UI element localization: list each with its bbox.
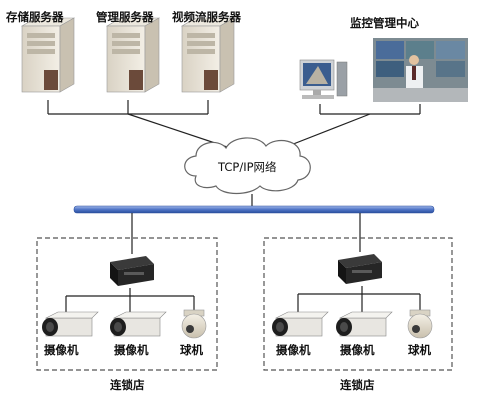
- video-encoder-icon-right: [338, 254, 382, 284]
- store-box-left: [36, 237, 218, 371]
- monitor-workstation-icon: [299, 59, 348, 99]
- camera-icon: [42, 311, 99, 337]
- video-stream-server-label: 视频流服务器: [172, 10, 241, 24]
- server-icon-video-stream: [180, 17, 236, 93]
- server-icon-storage: [20, 17, 76, 93]
- store-label: 连锁店: [340, 378, 375, 392]
- dome-camera-icon: [407, 309, 433, 339]
- network-bus: [73, 205, 435, 214]
- monitor-center-label: 监控管理中心: [350, 16, 419, 30]
- camera-label: 摄像机: [44, 343, 79, 357]
- camera-label: 摄像机: [114, 343, 149, 357]
- camera-label: 摄像机: [276, 343, 311, 357]
- camera-label: 摄像机: [340, 343, 375, 357]
- dome-camera-icon: [181, 309, 207, 339]
- dome-camera-label: 球机: [180, 343, 203, 357]
- camera-icon: [336, 311, 393, 337]
- control-room-photo: [373, 38, 468, 102]
- camera-icon: [272, 311, 329, 337]
- monitor-wires: [277, 104, 421, 151]
- network-cloud: [184, 137, 311, 195]
- management-server-label: 管理服务器: [96, 10, 154, 24]
- encoder-wires: [65, 286, 421, 312]
- dome-camera-label: 球机: [408, 343, 431, 357]
- server-icon-management: [105, 17, 161, 93]
- network-label: TCP/IP网络: [218, 160, 277, 174]
- video-encoder-icon-left: [110, 256, 154, 286]
- camera-icon: [110, 311, 167, 337]
- store-label: 连锁店: [110, 378, 145, 392]
- bus-drops: [131, 213, 361, 254]
- storage-server-label: 存储服务器: [6, 10, 64, 24]
